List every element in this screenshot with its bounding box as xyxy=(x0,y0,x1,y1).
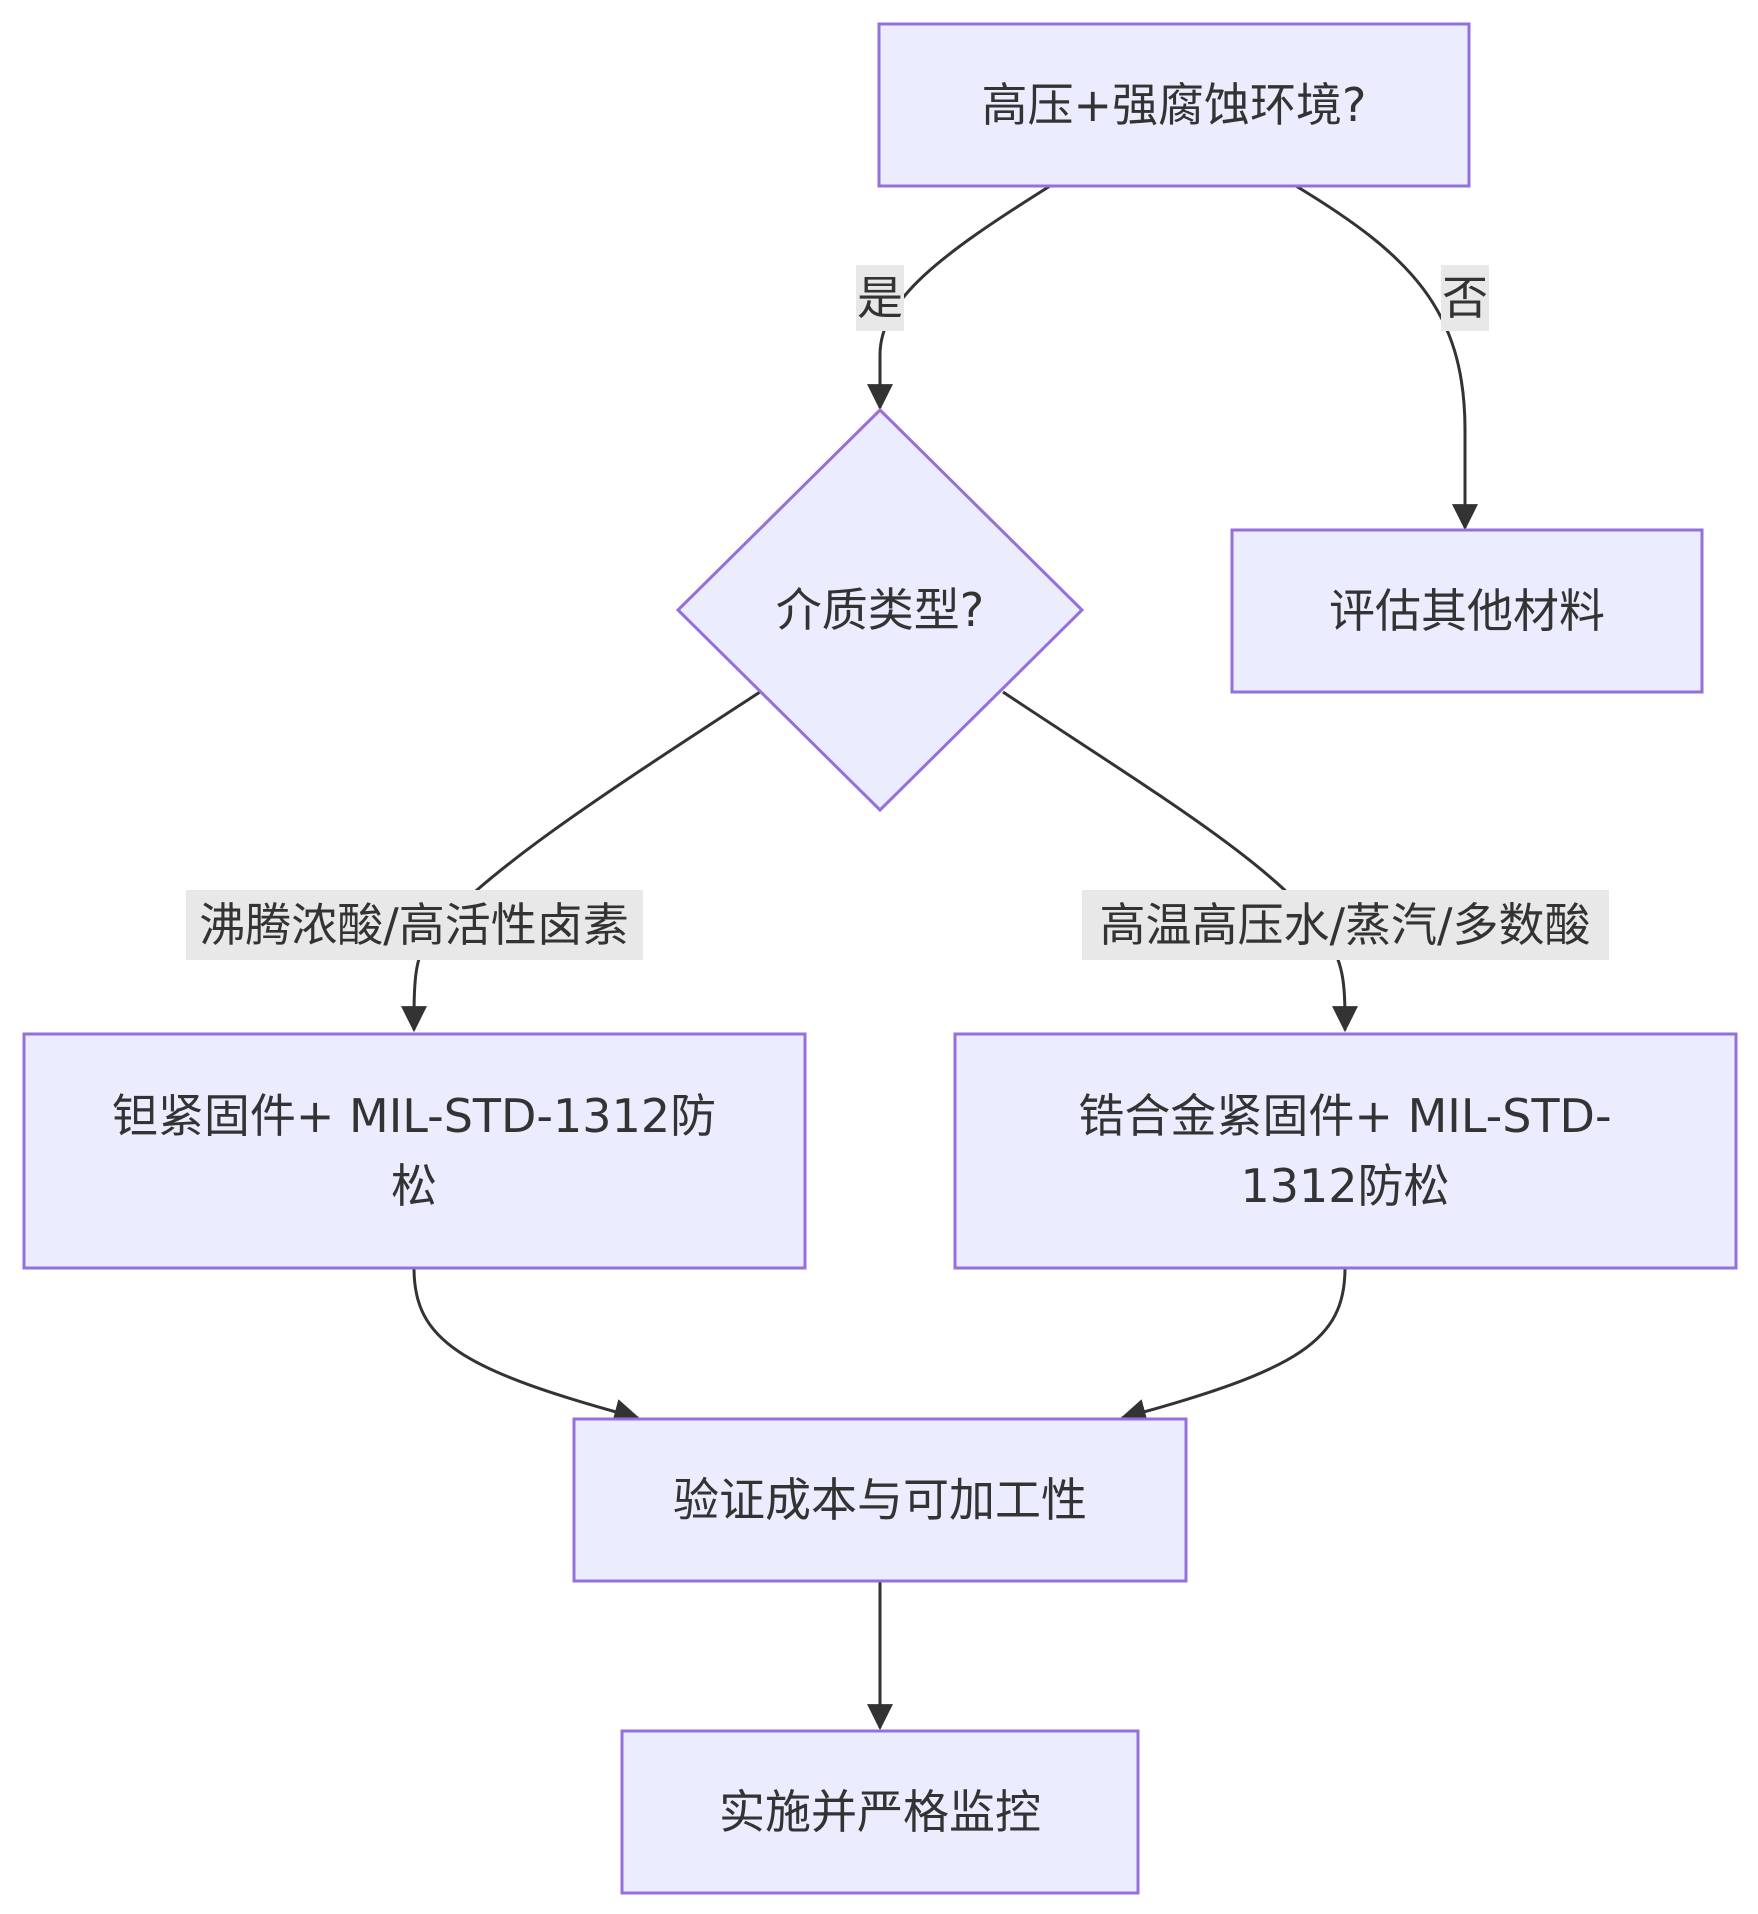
edge-label-no: 否 xyxy=(1441,265,1489,331)
node-verify-label: 验证成本与可加工性 xyxy=(673,1473,1087,1527)
nodes: 高压+强腐蚀环境? 介质类型? 评估其他材料 钽紧固件+ MIL-STD-131… xyxy=(22,22,1738,1895)
node-implement: 实施并严格监控 xyxy=(620,1729,1140,1895)
node-zirconium-label-line2: 1312防松 xyxy=(1240,1159,1449,1213)
node-implement-label: 实施并严格监控 xyxy=(719,1785,1041,1839)
node-other-materials-label: 评估其他材料 xyxy=(1329,584,1605,638)
edge-zirconium-to-verify xyxy=(1119,1267,1347,1425)
edge-labels: 是 否 沸腾浓酸/高活性卤素 高温高压水/蒸汽/多数酸 xyxy=(186,265,1609,960)
edge-label-boiling-acid: 沸腾浓酸/高活性卤素 xyxy=(186,890,643,960)
node-tantalum-label-line1: 钽紧固件+ MIL-STD-1312防 xyxy=(112,1089,716,1143)
edge-start-to-decision xyxy=(867,184,1051,411)
edge-label-yes-text: 是 xyxy=(857,271,903,325)
node-tantalum-label-line2: 松 xyxy=(391,1159,437,1213)
edge-decision-to-tantalum xyxy=(401,690,761,1033)
node-tantalum: 钽紧固件+ MIL-STD-1312防 松 xyxy=(22,1032,807,1270)
edge-label-hot-water-text: 高温高压水/蒸汽/多数酸 xyxy=(1100,898,1591,952)
edge-label-hot-water: 高温高压水/蒸汽/多数酸 xyxy=(1082,890,1609,960)
node-start-label: 高压+强腐蚀环境? xyxy=(982,78,1367,132)
node-verify: 验证成本与可加工性 xyxy=(572,1417,1188,1583)
node-start: 高压+强腐蚀环境? xyxy=(877,22,1471,188)
node-zirconium: 锆合金紧固件+ MIL-STD- 1312防松 xyxy=(953,1032,1738,1270)
node-zirconium-label-line1: 锆合金紧固件+ MIL-STD- xyxy=(1078,1089,1611,1143)
edge-label-boiling-acid-text: 沸腾浓酸/高活性卤素 xyxy=(199,898,629,952)
edge-tantalum-to-verify xyxy=(412,1267,641,1425)
node-medium-decision: 介质类型? xyxy=(675,407,1085,813)
node-other-materials: 评估其他材料 xyxy=(1230,528,1704,694)
edge-start-to-other xyxy=(1295,184,1478,531)
node-medium-decision-label: 介质类型? xyxy=(776,583,984,637)
edge-label-no-text: 否 xyxy=(1442,271,1488,325)
edge-decision-to-zirconium xyxy=(1002,690,1358,1033)
edge-label-yes: 是 xyxy=(856,265,904,331)
